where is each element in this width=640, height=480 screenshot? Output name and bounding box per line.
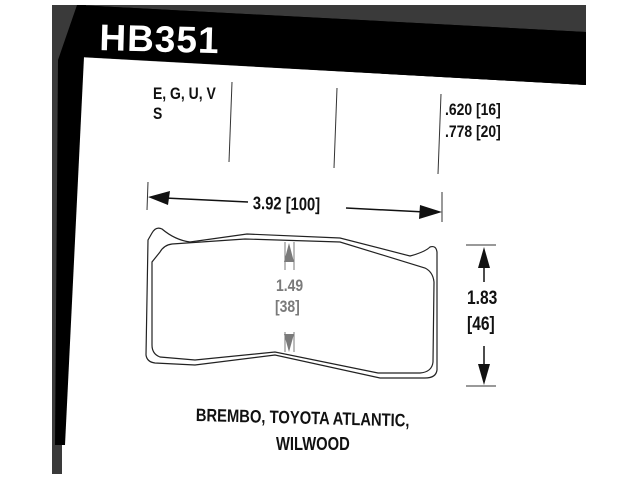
ref-line-1 bbox=[228, 81, 233, 163]
pad-outline-inner bbox=[151, 238, 435, 374]
thickness-line2: .778 [20] bbox=[445, 122, 501, 141]
inner-arrow-down-icon bbox=[284, 334, 294, 352]
compound-codes-line2: S bbox=[153, 104, 163, 123]
applications-line2: WILWOOD bbox=[276, 434, 350, 454]
width-arrow-left-line bbox=[164, 197, 249, 203]
height-dimension-mm: [46] bbox=[467, 314, 495, 335]
height-dimension-in: 1.83 bbox=[467, 288, 498, 309]
arrow-left-icon bbox=[148, 191, 170, 205]
compound-codes-line1: E, G, U, V bbox=[153, 84, 216, 103]
arrow-right-icon bbox=[419, 205, 442, 219]
thickness-line1: .620 [16] bbox=[445, 100, 501, 119]
inner-height-in: 1.49 bbox=[276, 276, 304, 295]
left-bar bbox=[55, 5, 86, 445]
width-dimension-label: 3.92 [100] bbox=[252, 193, 321, 215]
width-arrow-right-line bbox=[345, 207, 426, 213]
inner-height-mm: [38] bbox=[275, 297, 300, 316]
pad-outline-outer bbox=[145, 227, 438, 379]
inner-arrow-up-icon bbox=[284, 243, 294, 262]
height-arrow-down-icon bbox=[478, 364, 490, 385]
height-arrow-up-icon bbox=[478, 247, 490, 268]
ref-line-3 bbox=[437, 93, 442, 175]
part-number-title: HB351 bbox=[98, 17, 221, 62]
ref-line-2 bbox=[333, 87, 338, 169]
